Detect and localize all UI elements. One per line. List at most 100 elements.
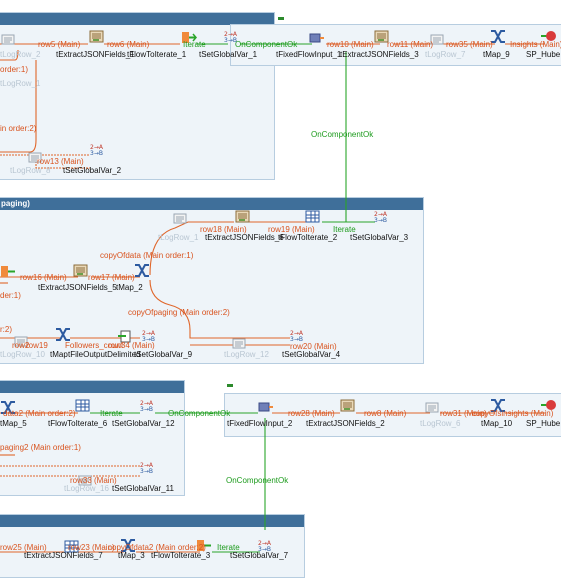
flow-to-iterate-icon[interactable]	[181, 31, 197, 44]
component-label[interactable]: SP_Hube	[526, 50, 561, 59]
component-label[interactable]: tSetGlobalVar_3	[350, 233, 409, 242]
subjob-d[interactable]	[0, 514, 305, 578]
component-label[interactable]: tLogRow_8	[10, 166, 51, 175]
link-label[interactable]: row19	[26, 341, 48, 350]
stored-procedure-icon[interactable]	[540, 30, 556, 43]
component-label[interactable]: tMap	[50, 350, 68, 359]
table-icon[interactable]	[75, 399, 91, 412]
subjob-b[interactable]: paging)	[0, 197, 424, 364]
subjob-a[interactable]	[0, 12, 275, 180]
link-label[interactable]: row35 (Main)	[446, 40, 493, 49]
link-label[interactable]: copyOfdata (Main order:1)	[100, 251, 194, 260]
tmap-icon[interactable]	[0, 401, 16, 414]
link-label[interactable]: row10 (Main)	[327, 40, 374, 49]
component-label[interactable]: tLogRow_7	[425, 50, 466, 59]
subjob-c[interactable]	[0, 380, 185, 496]
subjob-f[interactable]	[230, 24, 561, 66]
link-label[interactable]: row8 (Main)	[364, 409, 407, 418]
tmap-icon[interactable]	[490, 399, 506, 412]
link-label[interactable]: data2 (Main order:2)	[3, 409, 76, 418]
tmap-icon[interactable]	[55, 328, 71, 341]
component-label[interactable]: tExtractJSONFields_1	[56, 50, 135, 59]
component-label[interactable]: tSetGlobalVar_2	[63, 166, 122, 175]
component-label[interactable]: tExtractJSONFields_5	[38, 283, 117, 292]
link-label[interactable]: copyOfsinsights (Main)	[472, 409, 554, 418]
link-label[interactable]: OnComponentOk	[226, 476, 289, 485]
link-label[interactable]: row2	[12, 341, 30, 350]
component-label[interactable]: tMap_3	[118, 551, 145, 560]
component-label[interactable]: tFlowToIterate_3	[151, 551, 211, 560]
table-icon[interactable]	[64, 540, 80, 553]
component-label[interactable]: tLogRow_10	[0, 350, 45, 359]
link-label[interactable]: row16 (Main)	[20, 273, 67, 282]
component-label[interactable]: tFileOutputDelimited	[68, 350, 141, 359]
link-label[interactable]: OnComponentOk	[311, 130, 374, 139]
tlogrow-icon[interactable]	[232, 337, 248, 350]
component-label[interactable]: tLogRow_1	[0, 79, 41, 88]
set-global-var-icon[interactable]: 2→A3→B	[224, 30, 240, 43]
fixed-flow-input-icon[interactable]	[258, 400, 274, 413]
component-label[interactable]: tFlowToIterate_6	[48, 419, 108, 428]
tlogrow-icon[interactable]	[28, 151, 44, 164]
link-label[interactable]: order:1)	[0, 65, 29, 74]
component-label[interactable]: tMap_5	[0, 419, 27, 428]
extract-json-icon[interactable]	[340, 399, 356, 412]
tmap-icon[interactable]	[490, 30, 506, 43]
set-global-var-icon[interactable]: 2→A3→B	[140, 399, 156, 412]
link-label[interactable]: row28 (Main)	[288, 409, 335, 418]
extract-json-icon[interactable]	[73, 264, 89, 277]
component-label[interactable]: tMap_9	[483, 50, 510, 59]
link-label[interactable]: OnComponentOk	[168, 409, 231, 418]
link-label[interactable]: r:2)	[0, 325, 12, 334]
component-label[interactable]: tFlowToIterate_2	[278, 233, 338, 242]
link-label[interactable]: row23 (Main)	[68, 543, 115, 552]
component-label[interactable]: SP_Hube	[526, 419, 561, 428]
component-label[interactable]: tMap_10	[481, 419, 513, 428]
link-label[interactable]: OnComponentOk	[235, 40, 298, 49]
link-label[interactable]: row17 (Main)	[88, 273, 135, 282]
component-label[interactable]: tSetGlobalVar_12	[112, 419, 175, 428]
component-label[interactable]: tFlowToIterate_1	[127, 50, 187, 59]
file-output-icon[interactable]	[118, 330, 134, 343]
tlogrow-icon[interactable]	[425, 401, 441, 414]
set-global-var-icon[interactable]: 2→A3→B	[258, 539, 274, 552]
component-label[interactable]: tSetGlobalVar_4	[282, 350, 341, 359]
set-global-var-icon[interactable]: 2→A3→B	[142, 329, 158, 342]
minimize-icon[interactable]	[227, 384, 233, 387]
link-label[interactable]: Insights (Main)	[510, 40, 561, 49]
link-label[interactable]: row5 (Main)	[38, 40, 81, 49]
link-label[interactable]: row19 (Main)	[268, 225, 315, 234]
minimize-icon[interactable]	[278, 17, 284, 20]
link-label[interactable]: in order:2)	[0, 124, 37, 133]
link-label[interactable]: Followers_count	[65, 341, 124, 350]
link-label[interactable]: der:1)	[0, 291, 21, 300]
component-label[interactable]: tMap_2	[116, 283, 143, 292]
link-label[interactable]: copyOfpaging (Main order:2)	[128, 308, 230, 317]
component-label[interactable]: tExtractJSONFields_2	[306, 419, 385, 428]
tmap-icon[interactable]	[134, 264, 150, 277]
component-label[interactable]: tSetGlobalVar_1	[199, 50, 258, 59]
link-label[interactable]: row11 (Main)	[387, 40, 434, 49]
component-label[interactable]: tLogRow_6	[420, 419, 461, 428]
set-global-var-icon[interactable]: 2→A3→B	[374, 210, 390, 223]
set-global-var-icon[interactable]: 2→A3→B	[90, 143, 106, 156]
extract-json-icon[interactable]	[235, 210, 251, 223]
link-label[interactable]: row25 (Main)	[0, 543, 47, 552]
set-global-var-icon[interactable]: 2→A3→B	[290, 329, 306, 342]
tlogrow-icon[interactable]	[14, 335, 30, 348]
stored-procedure-icon[interactable]	[540, 399, 556, 412]
link-label[interactable]: copyOfdata2 (Main order:2)	[108, 543, 206, 552]
link-label[interactable]: Iterate	[217, 543, 240, 552]
component-label[interactable]: tFixedFlowInput_2	[227, 419, 293, 428]
tmap-icon[interactable]	[120, 539, 136, 552]
component-label[interactable]: tLogRow_2	[0, 50, 41, 59]
link-label[interactable]: row31 (Main)	[440, 409, 487, 418]
component-label[interactable]: tSetGlobalVar_7	[230, 551, 289, 560]
link-label[interactable]: row6 (Main)	[107, 40, 150, 49]
component-label[interactable]: tFixedFlowInput_1	[276, 50, 342, 59]
link-label[interactable]: row13 (Main)	[37, 157, 84, 166]
tlogrow-icon[interactable]	[430, 33, 446, 46]
component-label[interactable]: tLogRow_12	[224, 350, 269, 359]
component-label[interactable]: tSetGlobalVar_11	[112, 484, 174, 493]
link-label[interactable]: Iterate	[333, 225, 356, 234]
